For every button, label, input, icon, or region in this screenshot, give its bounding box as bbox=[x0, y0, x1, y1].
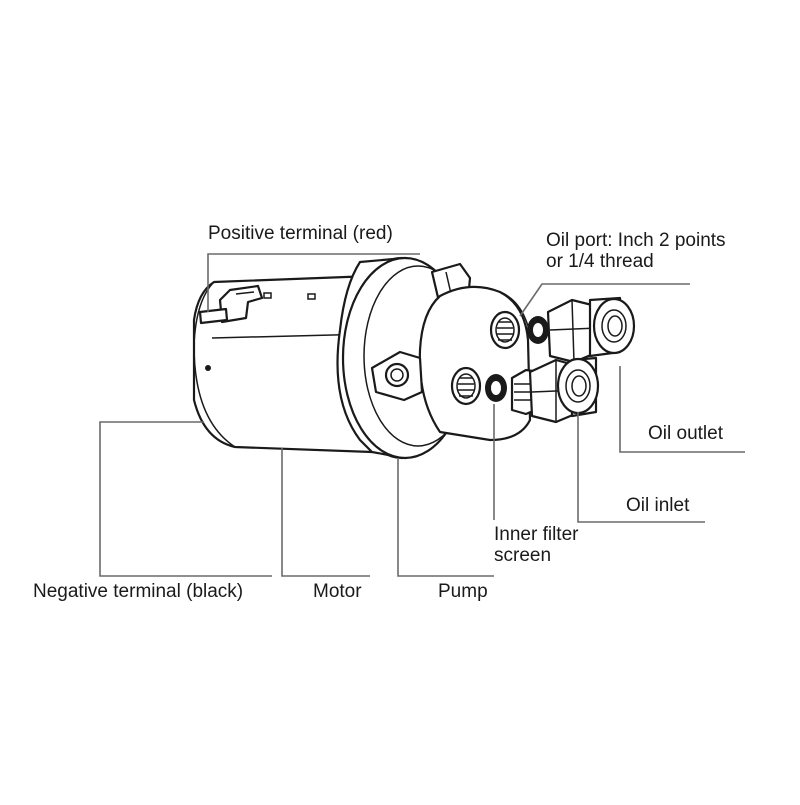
label-inner-filter-line1: Inner filter bbox=[494, 524, 579, 545]
label-negative-terminal: Negative terminal (black) bbox=[33, 581, 244, 602]
label-oil-port-line1: Oil port: Inch 2 points bbox=[546, 230, 726, 251]
label-oil-port-line2: or 1/4 thread bbox=[546, 251, 654, 272]
label-positive-terminal: Positive terminal (red) bbox=[208, 223, 393, 244]
leader-motor bbox=[281, 448, 370, 577]
label-pump: Pump bbox=[438, 581, 488, 602]
leader-oil-port bbox=[519, 283, 690, 317]
leader-pump bbox=[397, 458, 494, 577]
leader-lines bbox=[99, 253, 745, 577]
pump-head bbox=[370, 285, 549, 442]
leader-oil-outlet bbox=[619, 366, 745, 453]
label-motor: Motor bbox=[313, 581, 362, 602]
positive-terminal-tab bbox=[198, 284, 264, 325]
oil-inlet-fitting bbox=[510, 356, 600, 424]
oil-outlet-fitting bbox=[546, 296, 636, 364]
label-oil-inlet: Oil inlet bbox=[626, 495, 690, 516]
leader-negative-terminal bbox=[99, 421, 272, 577]
leader-positive-terminal bbox=[207, 253, 420, 312]
leader-oil-inlet bbox=[577, 412, 705, 523]
label-oil-outlet: Oil outlet bbox=[648, 423, 723, 444]
label-inner-filter-line2: screen bbox=[494, 545, 552, 566]
